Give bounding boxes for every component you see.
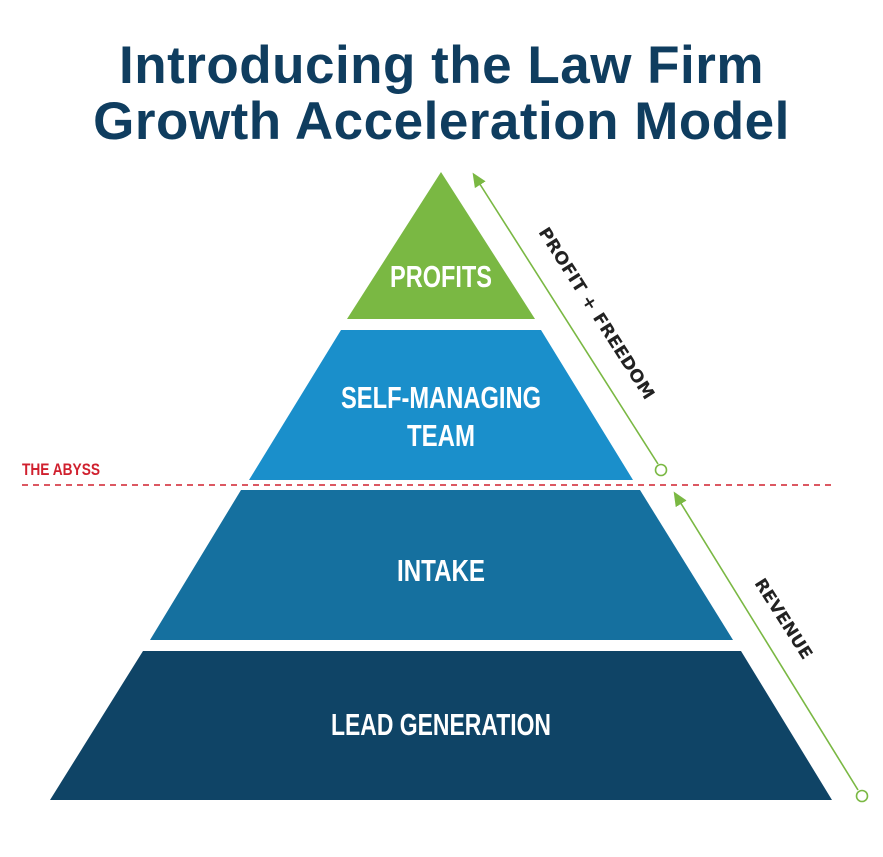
revenue-arrow-start-icon (855, 789, 869, 803)
revenue-arrow (673, 491, 859, 791)
revenue-label: REVENUE (750, 575, 816, 663)
profit-freedom-arrow-start-icon (654, 463, 668, 477)
tier-lead-generation-label: LEAD GENERATION (331, 707, 551, 742)
tier-intake (150, 490, 733, 640)
profit-freedom-arrow (472, 172, 659, 465)
tier-profits (347, 172, 535, 319)
tier-profits-label: PROFITS (390, 259, 492, 294)
abyss-label: THE ABYSS (22, 460, 100, 479)
title-line-2: Growth Acceleration Model (93, 92, 790, 151)
tier-self-managing-label-2: TEAM (407, 418, 475, 453)
tier-self-managing-label-1: SELF-MANAGING (341, 380, 541, 415)
tier-lead-generation (50, 651, 832, 800)
tier-self-managing-team (249, 330, 633, 480)
title-line-1: Introducing the Law Firm (118, 36, 765, 95)
tier-intake-label: INTAKE (397, 553, 485, 588)
